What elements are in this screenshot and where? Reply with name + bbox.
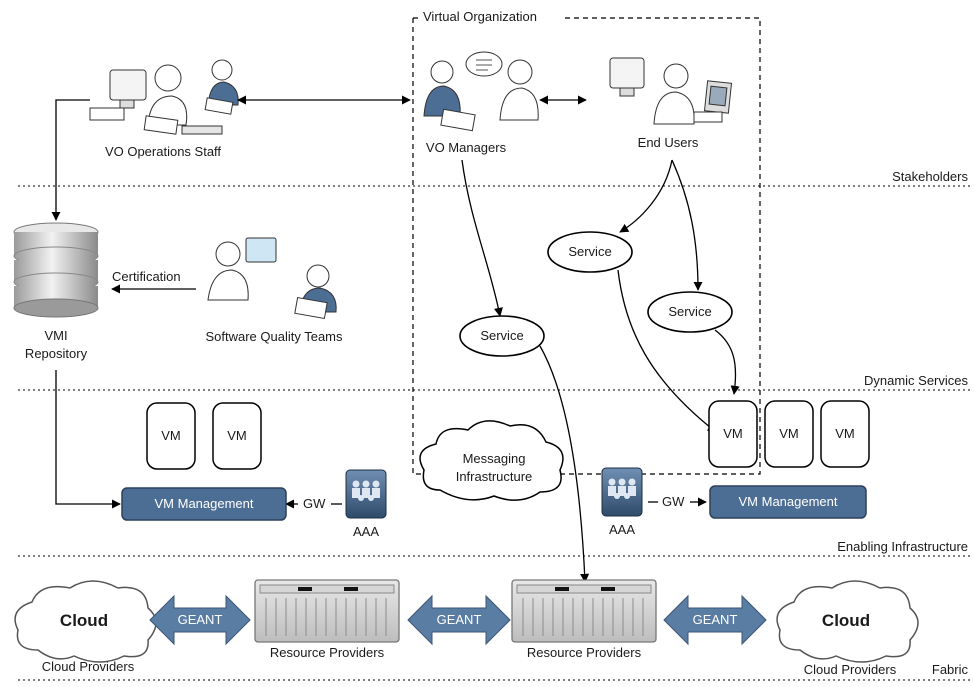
layer-label-fabric: Fabric xyxy=(931,662,968,677)
vm-box-r3 xyxy=(820,400,870,468)
arrow-ops-to-repository xyxy=(51,99,90,221)
vm-label-l1: VM xyxy=(161,428,181,443)
service-label-mid: Service xyxy=(480,328,524,343)
virtual-organization-boundary xyxy=(412,17,761,475)
arrow-endusers-to-service-left xyxy=(619,159,673,233)
layer-label-stakeholders: Stakeholders xyxy=(892,169,968,184)
service-node-right xyxy=(647,291,733,333)
messaging-cloud-shape xyxy=(419,420,564,501)
cloud-providers-right-label: Cloud Providers xyxy=(803,662,897,677)
messaging-label-line1: Messaging xyxy=(462,451,526,466)
aaa-label-right: AAA xyxy=(608,522,636,537)
arrow-service-to-resource-provider xyxy=(539,345,590,583)
vm-box-r2 xyxy=(764,400,814,468)
geant-label-left: GEANT xyxy=(177,612,223,627)
end-users-figure xyxy=(609,57,733,125)
geant-arrow-mid xyxy=(407,594,511,646)
label-repository: Repository xyxy=(24,346,88,361)
vm-label-r2: VM xyxy=(779,426,799,441)
aaa-icon-right xyxy=(601,467,643,517)
aaa-icon-left xyxy=(345,469,387,519)
vmi-repository-database xyxy=(13,222,99,318)
label-end-users: End Users xyxy=(637,135,699,150)
layer-label-dynamic-services: Dynamic Services xyxy=(863,373,968,388)
resource-providers-right-label: Resource Providers xyxy=(526,645,642,660)
gw-label-right: GW xyxy=(662,494,685,509)
service-node-left xyxy=(547,231,633,273)
arrow-service-to-vm-b xyxy=(714,329,740,395)
geant-arrow-right xyxy=(663,594,767,646)
label-vmi: VMI xyxy=(44,328,68,343)
vo-operations-staff-figure xyxy=(89,59,239,135)
vm-management-right xyxy=(709,485,867,519)
vm-box-r1 xyxy=(708,400,758,468)
geant-arrow-left xyxy=(149,594,251,646)
geant-label-right: GEANT xyxy=(692,612,738,627)
geant-label-mid: GEANT xyxy=(436,612,482,627)
service-node-mid xyxy=(459,315,545,357)
arrow-repo-to-vm-management xyxy=(55,370,121,509)
resource-provider-rack-right xyxy=(511,579,657,643)
vm-box-l1 xyxy=(146,402,196,470)
vm-management-right-label: VM Management xyxy=(738,494,838,509)
software-quality-teams-figure xyxy=(207,237,337,320)
label-software-quality-teams: Software Quality Teams xyxy=(205,329,343,344)
virtual-organization-title: Virtual Organization xyxy=(423,9,537,24)
layer-label-enabling-infrastructure: Enabling Infrastructure xyxy=(837,539,968,554)
vm-management-left-label: VM Management xyxy=(154,496,254,511)
cloud-right-shape xyxy=(776,580,919,663)
vm-management-left xyxy=(121,487,287,521)
messaging-label-line2: Infrastructure xyxy=(455,469,533,484)
aaa-label-left: AAA xyxy=(352,524,380,539)
vm-box-l2 xyxy=(212,402,262,470)
vo-managers-figure xyxy=(423,51,539,132)
label-vo-managers: VO Managers xyxy=(425,140,507,155)
arrow-endusers-to-service-right xyxy=(671,159,703,291)
arrow-service-to-vm-a xyxy=(617,269,717,433)
arrow-managers-to-service xyxy=(461,159,503,317)
cloud-left-label: Cloud xyxy=(59,611,109,630)
service-label-right: Service xyxy=(668,304,712,319)
resource-providers-left-label: Resource Providers xyxy=(269,645,385,660)
layer-dividers xyxy=(18,185,970,681)
vm-label-l2: VM xyxy=(227,428,247,443)
gw-label-left: GW xyxy=(303,496,326,511)
cloud-left-shape xyxy=(14,580,157,663)
vm-label-r1: VM xyxy=(723,426,743,441)
resource-provider-rack-left xyxy=(254,579,400,643)
vm-label-r3: VM xyxy=(835,426,855,441)
service-label-left: Service xyxy=(568,244,612,259)
label-certification: Certification xyxy=(112,269,181,284)
label-vo-operations-staff: VO Operations Staff xyxy=(104,144,222,159)
cloud-right-label: Cloud xyxy=(821,611,871,630)
cloud-providers-left-label: Cloud Providers xyxy=(41,659,135,674)
